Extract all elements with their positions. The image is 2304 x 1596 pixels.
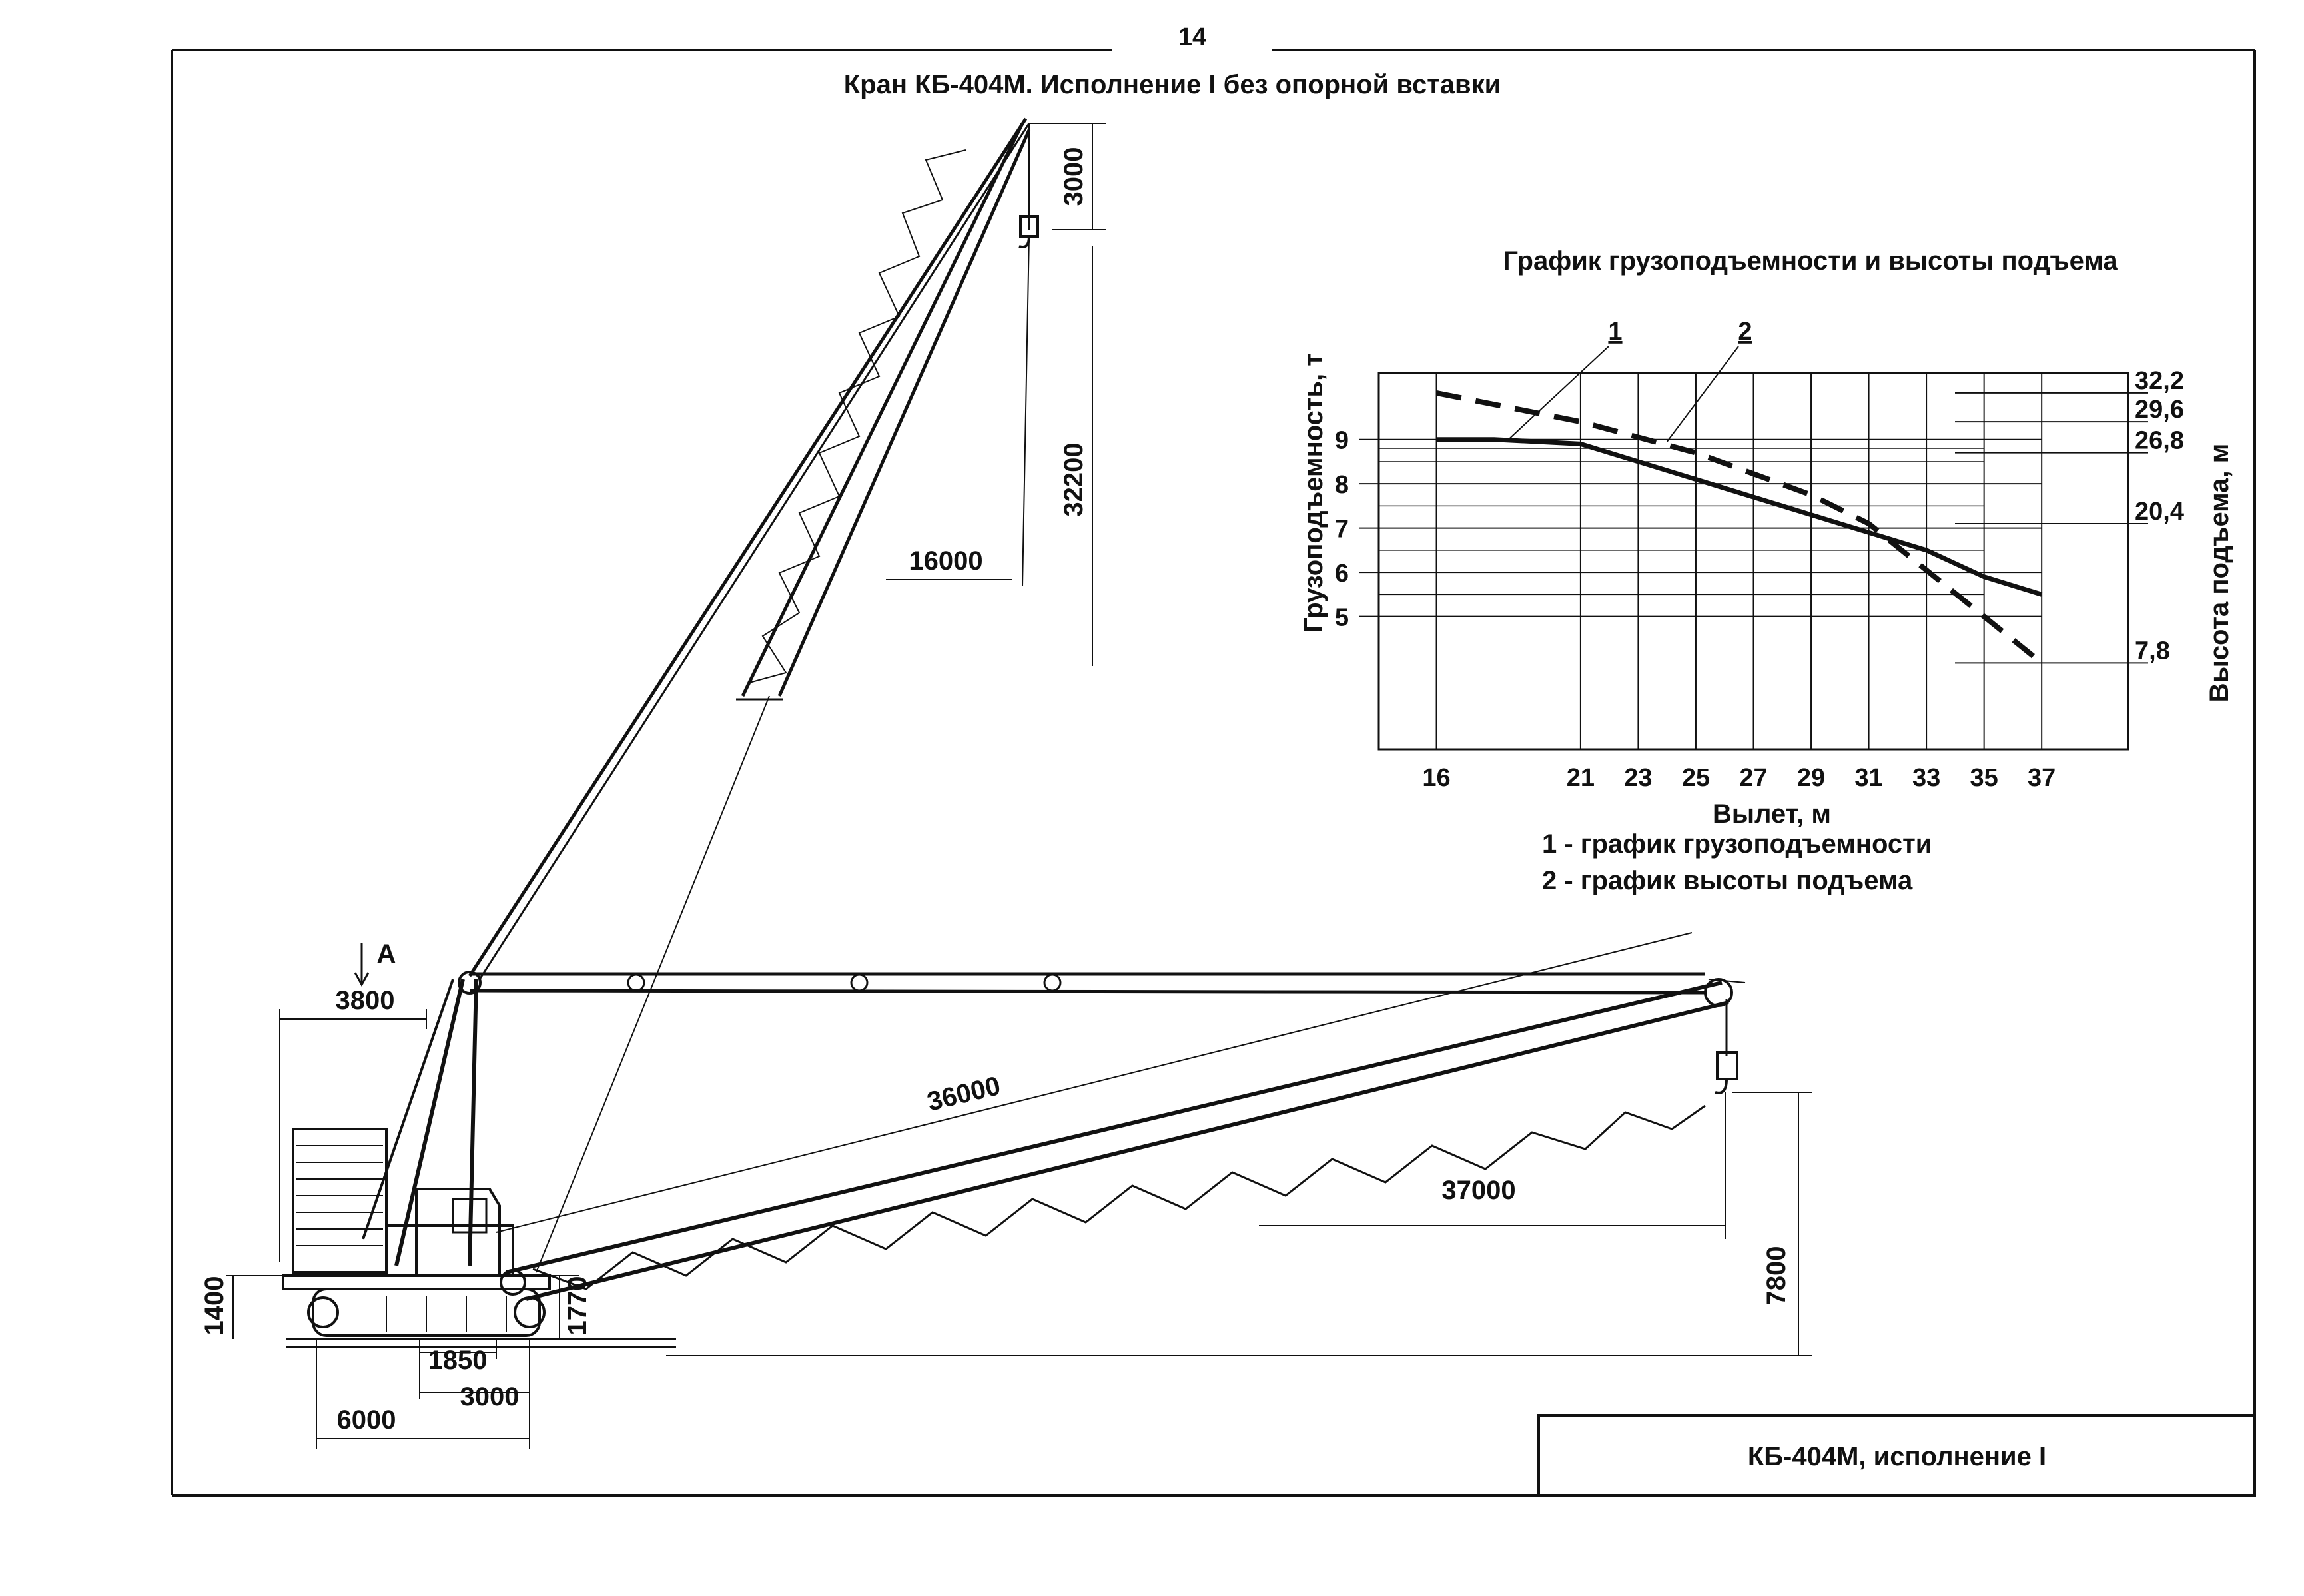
y-right-tick-label-1: 29,6 <box>2135 396 2184 424</box>
chart-y-left-label: Грузоподъемность, т <box>1299 353 1328 633</box>
crane-superstructure <box>282 1128 551 1290</box>
chart-grid <box>1359 373 2148 749</box>
view-marker: А <box>377 939 396 969</box>
dim-hook-height-low: 7800 <box>1762 1246 1791 1306</box>
x-tick-label-6: 31 <box>1854 764 1882 792</box>
x-tick-label-1: 21 <box>1567 764 1595 792</box>
dim-rear-overhang: 3800 <box>336 986 395 1015</box>
y-right-tick-label-3: 20,4 <box>2135 498 2184 526</box>
boom-pendant <box>469 695 1706 1273</box>
series-line-2 <box>1435 390 2044 665</box>
crawler-tracks <box>307 1288 546 1337</box>
series-line-1 <box>1436 437 2043 597</box>
dim-track-1850: 1850 <box>428 1346 488 1375</box>
crane-mast <box>362 117 1030 1266</box>
capacity-height-chart: График грузоподъемности и высоты подъема… <box>1299 246 2234 829</box>
dim-reach-max: 37000 <box>1441 1176 1515 1205</box>
dim-lift-height-top: 32200 <box>1059 442 1088 516</box>
chart-ticks: 16 21 23 25 27 29 31 33 35 37 9 8 7 6 5 32,229,6 26,8 20,… <box>1335 367 2184 792</box>
y-left-tick-label-4: 5 <box>1335 604 1349 632</box>
x-tick-label-0: 16 <box>1422 764 1450 792</box>
chart-x-label: Вылет, м <box>1713 799 1831 829</box>
x-tick-label-2: 23 <box>1624 764 1652 792</box>
x-tick-label-7: 33 <box>1912 764 1940 792</box>
y-right-tick-label-4: 7,8 <box>2135 637 2170 665</box>
dim-boom-length: 36000 <box>925 1071 1003 1117</box>
y-left-tick-label-3: 6 <box>1335 560 1349 588</box>
dim-track-3000: 3000 <box>460 1382 520 1411</box>
dimension-lines <box>226 123 1812 1449</box>
chart-title: График грузоподъемности и высоты подъема <box>1503 246 2118 276</box>
x-tick-label-8: 35 <box>1970 764 1998 792</box>
series-marker-leader-2 <box>1666 346 1739 442</box>
legend-item-2: 2 - график высоты подъема <box>1542 866 1913 895</box>
fly-jib <box>736 122 1039 701</box>
stamp-label: КБ-404М, исполнение I <box>1748 1442 2046 1471</box>
dim-jib-reach: 16000 <box>909 546 982 576</box>
y-left-tick-label-1: 8 <box>1335 471 1349 499</box>
series-marker-label-1: 1 <box>1608 318 1622 346</box>
chart-legend: 1 - график грузоподъемности 2 - график в… <box>1542 829 1932 895</box>
dim-jib-height: 3000 <box>1059 147 1088 206</box>
y-right-tick-label-2: 26,8 <box>2135 427 2184 455</box>
page-number: 14 <box>1178 23 1206 51</box>
legend-item-1: 1 - график грузоподъемности <box>1542 829 1932 859</box>
x-tick-label-9: 37 <box>2028 764 2056 792</box>
x-tick-label-3: 25 <box>1682 764 1710 792</box>
dim-base-1400: 1400 <box>200 1276 229 1336</box>
series-marker-label-2: 2 <box>1738 318 1752 346</box>
main-boom <box>500 978 1746 1301</box>
title-stamp: КБ-404М, исполнение I <box>1537 1414 2256 1497</box>
x-tick-label-4: 27 <box>1739 764 1767 792</box>
y-right-tick-label-0: 32,2 <box>2135 367 2184 395</box>
dim-track-6000: 6000 <box>337 1405 396 1435</box>
x-tick-label-5: 29 <box>1797 764 1825 792</box>
series-marker-leader-1 <box>1508 346 1609 440</box>
chart-series <box>1435 390 2044 665</box>
page-title: Кран КБ-404М. Исполнение I без опорной в… <box>844 70 1501 99</box>
dim-base-1770: 1770 <box>563 1276 592 1336</box>
crane-illustration: 3000 32200 16000 36000 3800 А 37000 7800… <box>200 117 1812 1449</box>
y-left-tick-label-0: 9 <box>1335 427 1349 455</box>
y-left-tick-label-2: 7 <box>1335 516 1349 544</box>
chart-y-right-label: Высота подъема, м <box>2205 444 2234 703</box>
